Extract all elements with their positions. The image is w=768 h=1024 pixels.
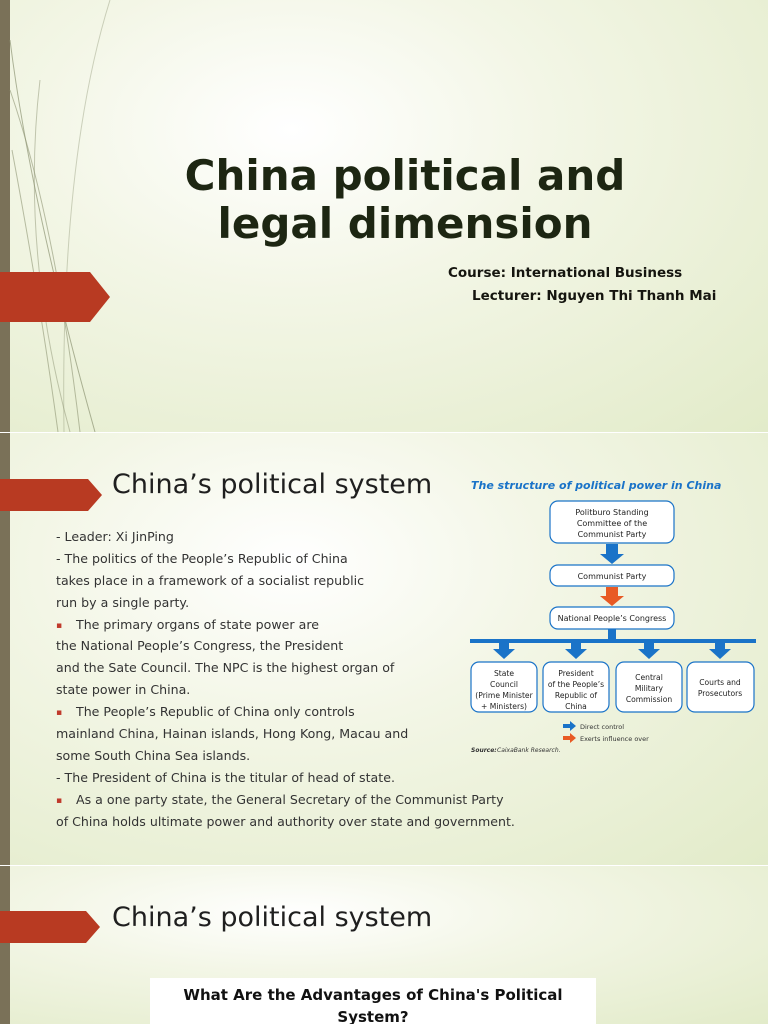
- text-line: some South China Sea islands.: [56, 747, 251, 763]
- source-text: CaixaBank Research.: [497, 747, 561, 754]
- connector-vertical: [608, 629, 616, 641]
- text-line: - The President of China is the titular …: [56, 769, 395, 785]
- legend-influence-label: Exerts influence over: [580, 735, 649, 743]
- slide-heading: China’s political system: [112, 902, 433, 933]
- box-npc-label: National People’s Congress: [558, 614, 667, 623]
- diagram-title: The structure of political power in Chin…: [471, 479, 721, 492]
- svg-text:of the People’s: of the People’s: [548, 680, 604, 689]
- advantages-slide: China’s political system What Are the Ad…: [0, 866, 768, 1024]
- bullet-icon: ▪: [56, 620, 63, 631]
- bullet-line: ▪As a one party state, the General Secre…: [56, 789, 526, 811]
- arrow-direct-1-head: [600, 554, 624, 564]
- slide-heading: China’s political system: [112, 469, 433, 500]
- connector-horizontal: [470, 639, 756, 643]
- text-line: and the Sate Council. The NPC is the hig…: [56, 660, 395, 676]
- svg-text:President: President: [558, 669, 593, 678]
- body-text: - Leader: Xi JinPing - The politics of t…: [56, 526, 526, 832]
- svg-text:Courts and: Courts and: [699, 678, 741, 687]
- arrow-military: [644, 643, 654, 649]
- box-politburo-line2: Committee of the: [577, 519, 647, 528]
- left-bar: [0, 433, 10, 865]
- text-line: - The politics of the People’s Republic …: [56, 550, 348, 566]
- slide-separator: [0, 432, 768, 433]
- political-structure-diagram: The structure of political power in Chin…: [470, 479, 756, 754]
- text-line: of China holds ultimate power and author…: [56, 813, 515, 829]
- svg-text:Republic of: Republic of: [555, 691, 598, 700]
- text-line: mainland China, Hainan islands, Hong Kon…: [56, 726, 409, 742]
- legend-influence-icon: [563, 733, 576, 743]
- heading-tab-arrow: [0, 479, 102, 511]
- political-system-slide: China’s political system - Leader: Xi Ji…: [0, 433, 768, 865]
- box-politburo: [549, 500, 675, 544]
- arrow-state-council: [499, 643, 509, 649]
- arrow-courts: [715, 643, 725, 649]
- svg-text:Central: Central: [635, 673, 663, 682]
- title-tab-arrow: [0, 272, 110, 322]
- svg-text:Council: Council: [490, 680, 518, 689]
- box-military-commission: [615, 661, 683, 713]
- left-bar: [0, 866, 10, 1024]
- arrow-president: [571, 643, 581, 649]
- heading-tab-arrow: [0, 911, 100, 943]
- svg-text:Military: Military: [635, 684, 664, 693]
- title-line-2: legal dimension: [217, 199, 593, 248]
- title-slide: China political and legal dimension Cour…: [0, 0, 768, 432]
- svg-text:State: State: [494, 669, 514, 678]
- bullet-line: ▪The People’s Republic of China only con…: [56, 701, 526, 723]
- left-bar: [0, 0, 10, 432]
- svg-text:Commission: Commission: [626, 695, 673, 704]
- box-communist-party-label: Communist Party: [578, 572, 647, 581]
- course-label: Course: International Business: [448, 265, 683, 281]
- text-line: takes place in a framework of a socialis…: [56, 572, 365, 588]
- arrow-influence-head: [600, 596, 624, 606]
- advantages-line-1: What Are the Advantages of China's Polit…: [183, 986, 563, 1004]
- box-president: [542, 661, 610, 713]
- lecturer-label: Lecturer: Nguyen Thi Thanh Mai: [472, 288, 717, 304]
- advantages-image-box: What Are the Advantages of China's Polit…: [150, 978, 596, 1024]
- svg-text:+ Ministers): + Ministers): [481, 702, 527, 711]
- text-line: - Leader: Xi JinPing: [56, 529, 174, 544]
- box-courts: [686, 661, 755, 713]
- legend-direct-label: Direct control: [580, 723, 624, 731]
- box-communist-party: [549, 564, 675, 587]
- bullet-icon: ▪: [56, 795, 63, 806]
- text-line: state power in China.: [56, 682, 191, 698]
- svg-text:(Prime Minister: (Prime Minister: [475, 691, 533, 700]
- source-label: Source:: [471, 747, 497, 754]
- arrow-influence: [606, 587, 618, 596]
- presentation-title: China political and legal dimension: [120, 152, 690, 248]
- text-line: run by a single party.: [56, 594, 190, 610]
- advantages-line-2: System?: [337, 1008, 409, 1024]
- title-line-1: China political and: [184, 151, 626, 200]
- arrow-direct-1: [606, 544, 618, 554]
- svg-text:China: China: [565, 702, 587, 711]
- box-state-council: [470, 661, 538, 713]
- swoosh-decoration: [9, 0, 111, 432]
- box-politburo-line3: Communist Party: [578, 530, 647, 539]
- bullet-line: ▪The primary organs of state power are: [56, 614, 526, 636]
- slide-separator: [0, 865, 768, 866]
- legend-direct-icon: [563, 721, 576, 731]
- svg-text:Prosecutors: Prosecutors: [698, 689, 742, 698]
- box-politburo-line1: Politburo Standing: [575, 508, 648, 517]
- bullet-icon: ▪: [56, 708, 63, 719]
- text-line: the National People’s Congress, the Pres…: [56, 638, 344, 654]
